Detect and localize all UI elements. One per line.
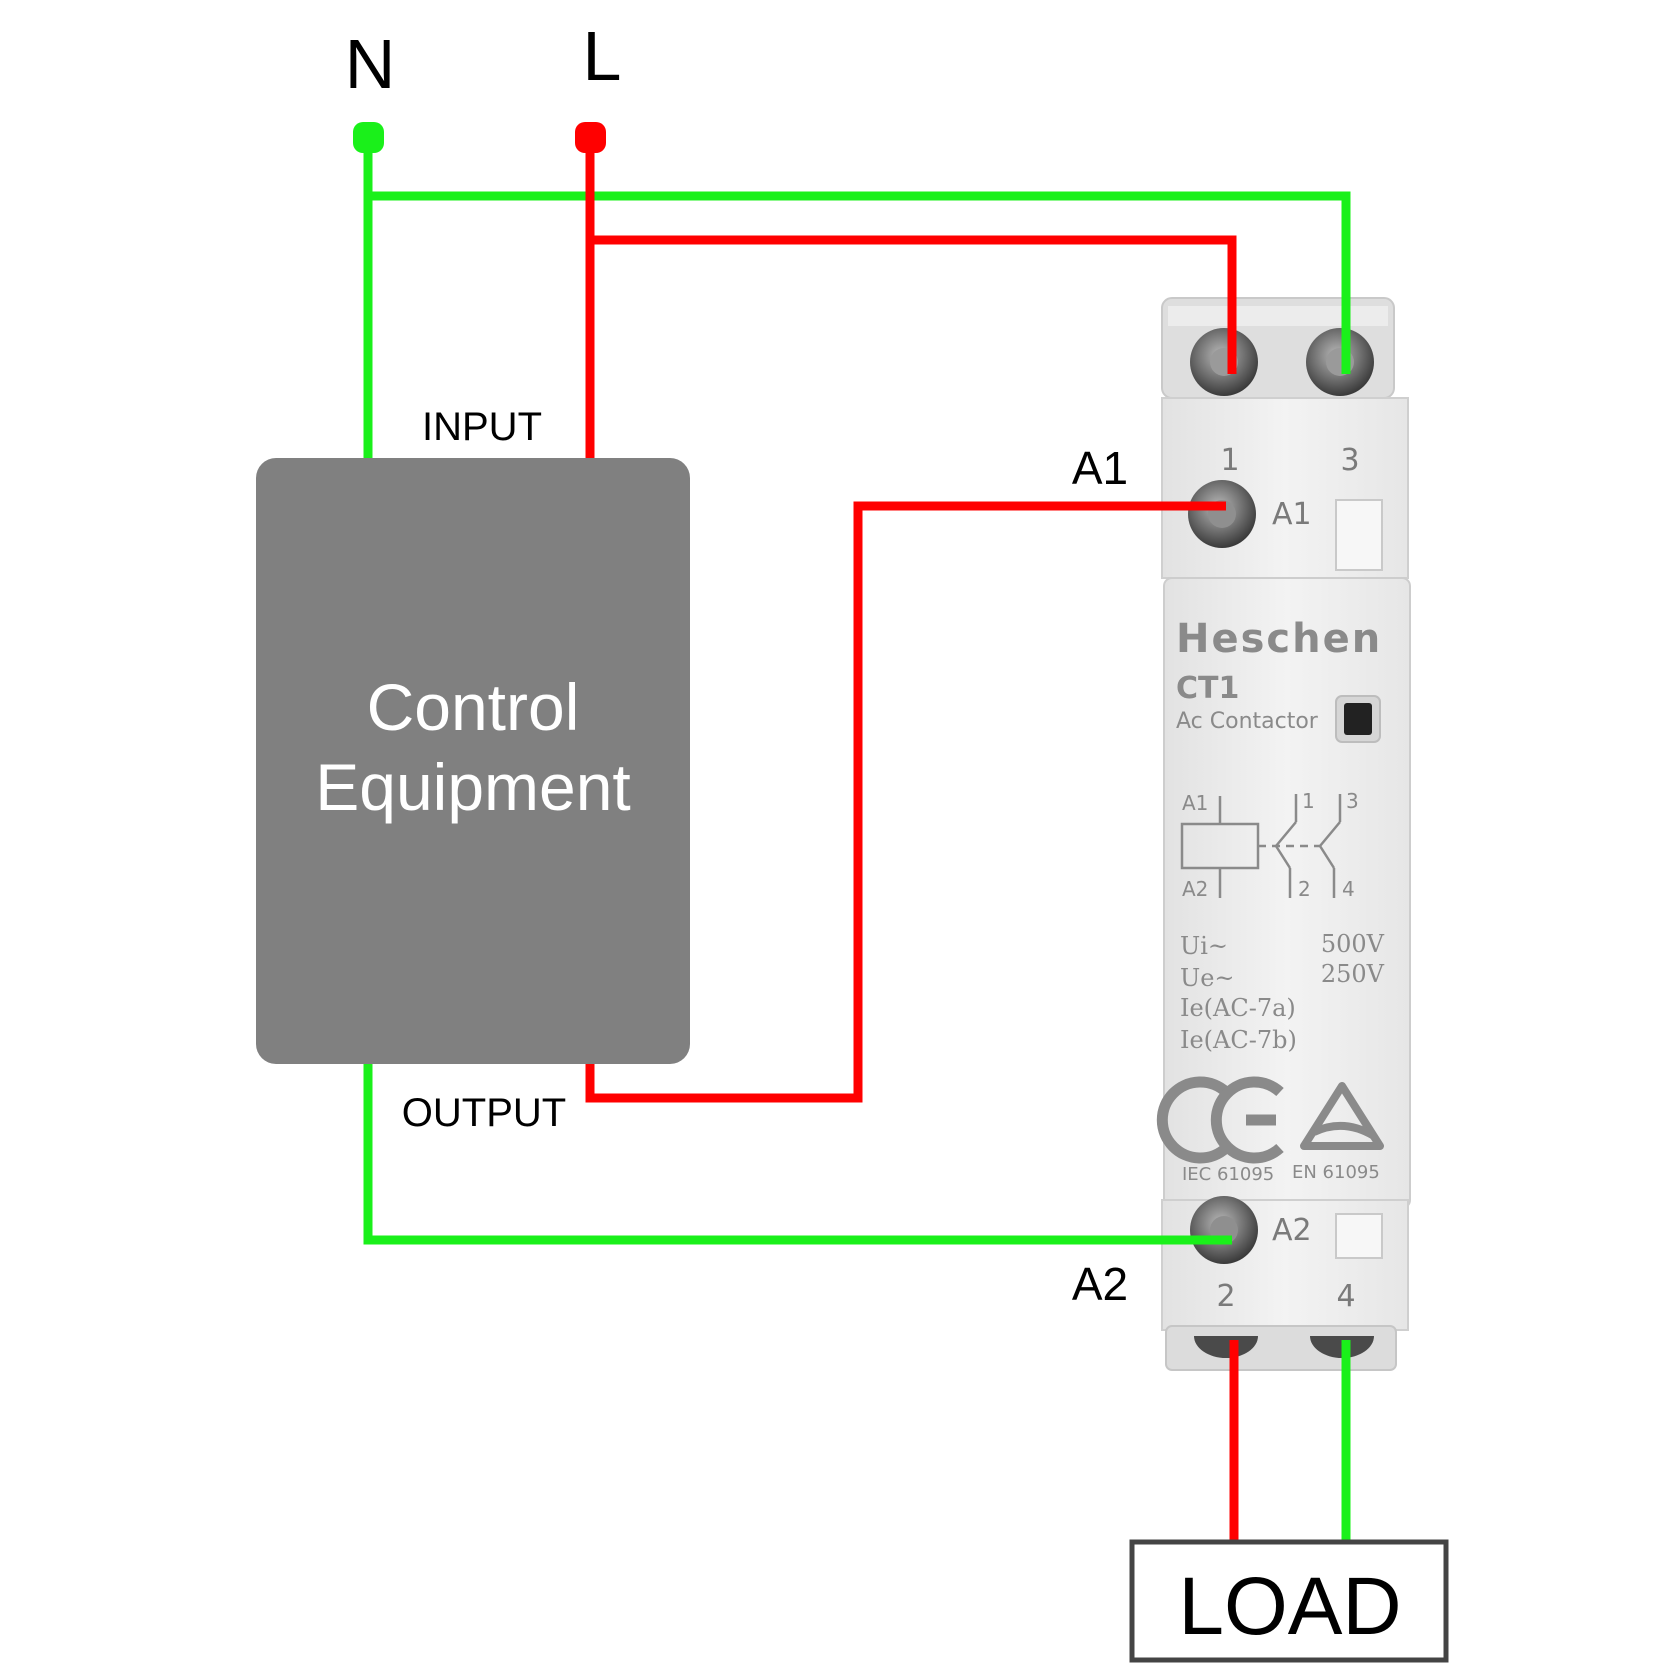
rating-label-ue: Ue~	[1180, 964, 1235, 992]
screw-terminal-2	[1194, 1336, 1258, 1358]
schematic-label-2: 2	[1298, 877, 1311, 901]
neutral-label: N	[345, 25, 396, 103]
output-label: OUTPUT	[402, 1091, 566, 1135]
neutral-wires	[363, 136, 1351, 1542]
screw-terminal-1	[1190, 328, 1258, 396]
a2-slot	[1335, 1213, 1383, 1259]
rating-label-ac7a: Ie(AC-7a)	[1180, 994, 1296, 1022]
output-to-a1-wire	[585, 501, 1226, 1103]
a1-slot	[1335, 499, 1383, 571]
line-label: L	[583, 17, 622, 95]
control-equipment-title-line1: Control	[367, 670, 580, 744]
coil-label-a1: A1	[1272, 497, 1312, 532]
terminal-label-3: 3	[1340, 443, 1359, 478]
contactor-device: 1 3 A1 A2 2 4 Heschen CT1 Ac Contactor A…	[1156, 297, 1411, 1371]
schematic-label-3: 3	[1346, 789, 1359, 813]
control-equipment-title-line2: Equipment	[315, 750, 631, 824]
neutral-to-terminal-3-wire	[368, 191, 1351, 374]
a1-wire-label: A1	[1072, 442, 1128, 494]
rating-value-ue: 250V	[1321, 960, 1385, 988]
coil-label-a2: A2	[1272, 1213, 1312, 1248]
ce-mark-logo	[1156, 1076, 1284, 1164]
device-type: Ac Contactor	[1176, 709, 1319, 734]
screw-terminal-a1	[1188, 480, 1256, 548]
brand-name: Heschen	[1176, 616, 1382, 662]
line-supply-terminal	[575, 122, 606, 153]
certification-triangle-icon	[1300, 1082, 1384, 1150]
schematic-label-a1: A1	[1182, 791, 1208, 815]
terminal-label-1: 1	[1220, 443, 1239, 478]
screw-terminal-3	[1306, 328, 1374, 396]
model-name: CT1	[1176, 671, 1239, 706]
neutral-output-to-a2-wire	[363, 1064, 1232, 1245]
neutral-supply-terminal	[353, 122, 384, 153]
schematic-label-1: 1	[1302, 789, 1315, 813]
standard-en: EN 61095	[1292, 1162, 1380, 1183]
terminal-label-4: 4	[1336, 1279, 1355, 1314]
load-box	[1129, 1539, 1449, 1663]
schematic-label-a2: A2	[1182, 877, 1208, 901]
load-label: LOAD	[1178, 1561, 1401, 1652]
terminal-label-2: 2	[1216, 1279, 1235, 1314]
a2-wire-label: A2	[1072, 1258, 1128, 1310]
standard-iec: IEC 61095	[1182, 1164, 1274, 1185]
rating-label-ui: Ui~	[1180, 932, 1228, 960]
contactor-schematic	[1180, 794, 1342, 898]
schematic-label-4: 4	[1342, 877, 1355, 901]
status-indicator	[1344, 703, 1372, 735]
line-wires	[585, 136, 1239, 1542]
rating-value-ui: 500V	[1321, 930, 1385, 958]
rating-label-ac7b: Ie(AC-7b)	[1180, 1026, 1297, 1054]
control-equipment-box	[256, 458, 690, 1064]
line-to-terminal-1-wire	[590, 235, 1237, 374]
screw-terminal-a2	[1190, 1196, 1258, 1264]
input-label: INPUT	[422, 405, 542, 449]
